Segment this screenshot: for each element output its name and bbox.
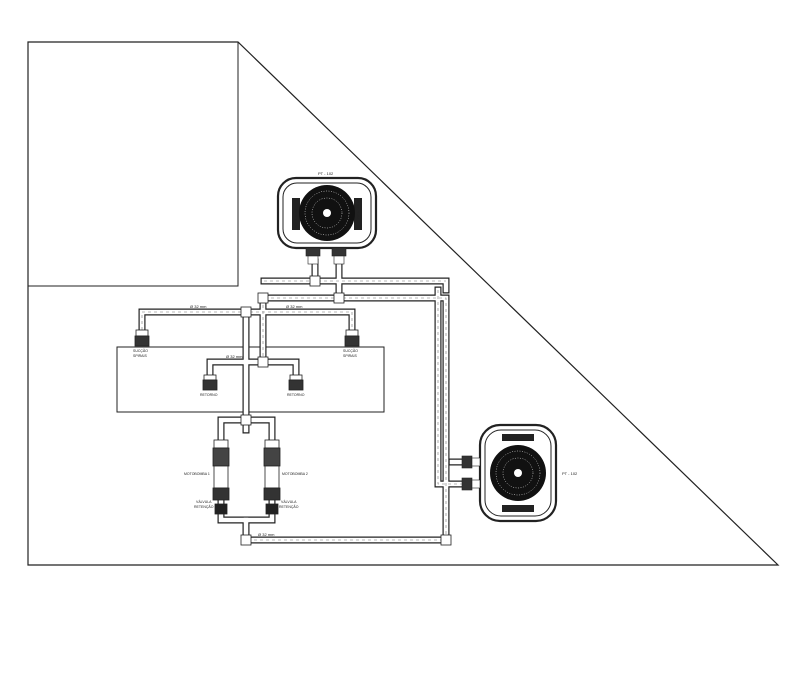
heat-pump-top-tag: PT - 102 (318, 171, 334, 176)
heat-pump-right-brand-top: SOLARMAX (505, 437, 525, 441)
heat-pump-top-brand-left: SOLARMAX (294, 208, 298, 228)
heat-pump-top-brand-right: SOLARMAX (356, 200, 360, 220)
pump-right (263, 439, 281, 501)
valve-right (265, 503, 279, 515)
pump-left (212, 439, 230, 501)
heat-pump-right (461, 423, 558, 523)
valve-right-label: RETENÇÃO (279, 504, 299, 509)
site-outline (27, 41, 780, 566)
valve-left-label: VÁLVULA (196, 500, 212, 504)
heat-pump-right-brand-bottom: SOLARMAX (505, 508, 525, 512)
return-fitting-right (288, 374, 304, 391)
pipe-label: Ø 32 mm (190, 304, 207, 309)
pipe-label: Ø 32 mm (226, 354, 243, 359)
heat-pump-right-tag: PT - 102 (562, 471, 578, 476)
suction-fitting-left (134, 329, 150, 347)
suction-left-label: SPIRAIS (133, 354, 147, 358)
pump-left-label: MOTOBOMBA 1 (184, 472, 210, 476)
return-left-label: RETORNO (200, 393, 218, 397)
suction-fitting-right (344, 329, 360, 347)
pipe-label: Ø 32 mm (258, 532, 275, 537)
pump-right-label: MOTOBOMBA 2 (282, 472, 308, 476)
heat-pump-top (276, 176, 378, 265)
pool-outline (116, 346, 385, 413)
pipe-fittings (240, 275, 452, 546)
pipe-label: Ø 32 mm (286, 304, 303, 309)
suction-left-label: SUCÇÃO (133, 348, 148, 353)
return-right-label: RETORNO (287, 393, 305, 397)
return-fitting-left (202, 374, 218, 391)
suction-right-label: SPIRAIS (343, 354, 357, 358)
valve-left-label: RETENÇÃO (194, 504, 214, 509)
valve-left (214, 503, 228, 515)
valve-right-label: VÁLVULA (281, 500, 297, 504)
suction-right-label: SUCÇÃO (343, 348, 358, 353)
